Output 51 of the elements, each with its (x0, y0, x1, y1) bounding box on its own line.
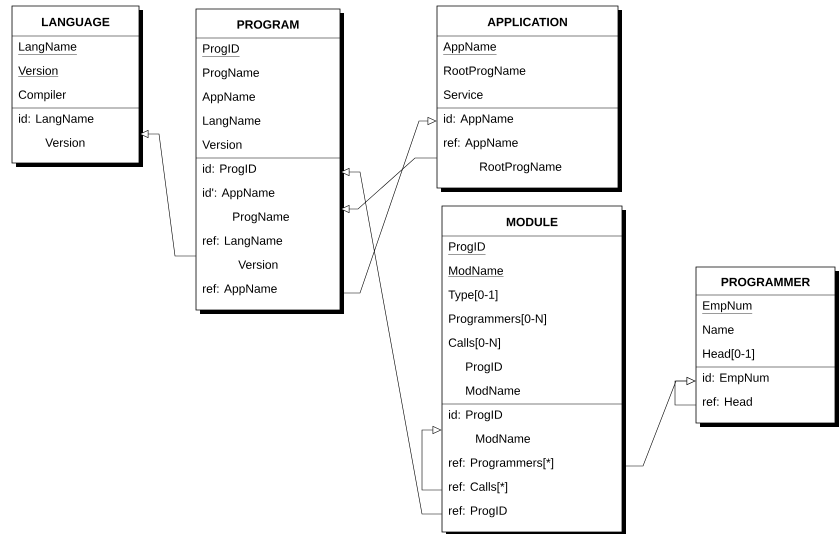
constraint-text: Version (238, 260, 278, 269)
table-title: APPLICATION (488, 18, 567, 26)
constraint-text: id: ProgID (203, 164, 256, 176)
attribute-name: LangName (18, 42, 78, 55)
attribute-name: Version (18, 66, 58, 76)
table-box (196, 8, 344, 314)
attribute-name: ProgID (202, 44, 240, 57)
constraint-text: ref: LangName (203, 236, 282, 248)
attribute-name: Head[0-1] (703, 349, 754, 360)
constraint-text: ref: Calls[*] (449, 482, 508, 494)
table-box (12, 6, 143, 167)
attribute-name: ModName (448, 266, 504, 276)
attribute-name: AppName (202, 92, 256, 104)
constraint-text: RootProgName (480, 162, 562, 174)
constraint-text: id: LangName (19, 114, 94, 126)
table-title: LANGUAGE (42, 18, 110, 26)
attribute-name: ProgID (448, 242, 486, 255)
arrow (674, 376, 696, 406)
constraint-text: id': AppName (203, 188, 274, 200)
attribute-name: Compiler (18, 90, 66, 102)
constraint-text: id: AppName (444, 114, 514, 126)
table-title: PROGRAMMER (722, 278, 810, 286)
attribute-name: Type[0-1] (448, 290, 498, 302)
table-box (436, 6, 622, 192)
attribute-name: Calls[0-N] (448, 338, 500, 350)
attribute-name: ModName (466, 386, 520, 395)
constraint-text: ref: AppName (444, 138, 518, 150)
constraint-text: ModName (476, 434, 530, 443)
constraint-text: ref: AppName (203, 284, 277, 296)
table-box (696, 266, 839, 427)
attribute-name: AppName (443, 42, 497, 55)
attribute-name: RootProgName (444, 66, 526, 78)
attribute-name: EmpNum (702, 301, 752, 314)
table-title: MODULE (506, 218, 558, 226)
attribute-name: LangName (203, 116, 260, 128)
attribute-name: Programmers[0-N] (449, 314, 546, 326)
attribute-name: Name (703, 326, 734, 334)
constraint-text: id: ProgID (449, 410, 502, 422)
attribute-name: ProgID (466, 362, 502, 374)
attribute-name: Service (444, 90, 483, 99)
attribute-name: Version (202, 140, 242, 149)
constraint-text: ref: ProgID (449, 506, 507, 518)
constraint-text: ref: Programmers[*] (449, 458, 554, 470)
constraint-text: id: EmpNum (703, 373, 769, 384)
constraint-text: Version (45, 138, 84, 147)
constraint-text: ProgName (233, 212, 290, 224)
constraint-text: ref: Head (703, 397, 752, 406)
attribute-name: ProgName (203, 68, 260, 80)
table-box (442, 206, 626, 534)
table-title: PROGRAM (237, 20, 299, 29)
arrow (422, 426, 442, 490)
